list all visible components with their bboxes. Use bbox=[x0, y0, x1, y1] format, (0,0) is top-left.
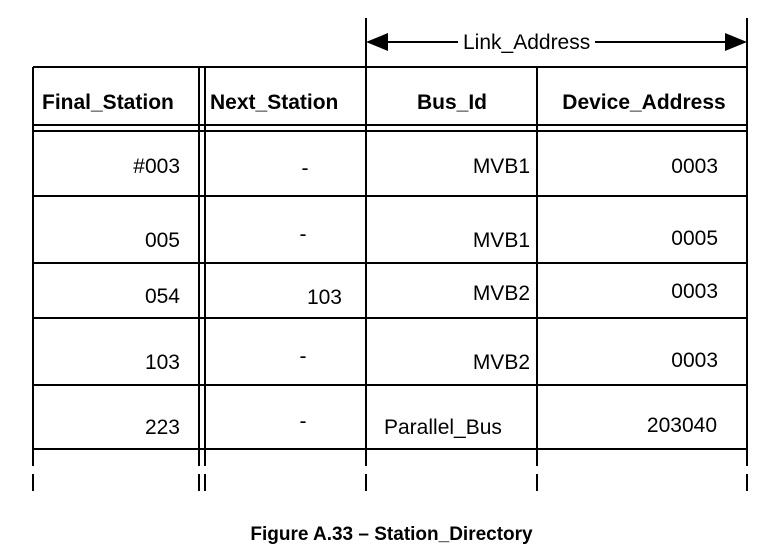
cell-device-address-4: 0003 bbox=[671, 349, 718, 372]
arrow-left-icon bbox=[366, 33, 388, 51]
header-bus-id: Bus_Id bbox=[416, 91, 487, 114]
cell-device-address-2: 0005 bbox=[671, 227, 718, 250]
cell-final-station-2: 005 bbox=[144, 229, 180, 252]
cell-next-station-2: - bbox=[299, 223, 307, 246]
cell-next-station-5: - bbox=[299, 410, 307, 433]
figure-caption: Figure A.33 – Station_Directory bbox=[250, 524, 533, 545]
cell-final-station-3: 054 bbox=[144, 285, 180, 308]
cell-device-address-5: 203040 bbox=[646, 414, 717, 437]
cell-final-station-1: #003 bbox=[133, 155, 180, 178]
cell-bus-id-1: MVB1 bbox=[472, 155, 530, 178]
cell-next-station-4: - bbox=[299, 345, 307, 368]
cell-bus-id-2: MVB1 bbox=[472, 229, 530, 252]
arrow-right-icon bbox=[725, 33, 747, 51]
cell-final-station-5: 223 bbox=[144, 416, 180, 439]
link-address-label: Link_Address bbox=[458, 32, 596, 53]
cell-device-address-3: 0003 bbox=[671, 280, 718, 303]
cell-device-address-1: 0003 bbox=[671, 155, 718, 178]
cell-next-station-1: - bbox=[301, 157, 309, 180]
cell-bus-id-4: MVB2 bbox=[472, 351, 530, 374]
header-next-station: Next_Station bbox=[210, 91, 339, 114]
cell-next-station-3: 103 bbox=[306, 286, 342, 309]
header-device-address: Device_Address bbox=[562, 91, 726, 114]
header-final-station: Final_Station bbox=[42, 91, 174, 114]
cell-bus-id-3: MVB2 bbox=[472, 282, 530, 305]
cell-final-station-4: 103 bbox=[144, 351, 180, 374]
cell-bus-id-5: Parallel_Bus bbox=[384, 416, 502, 439]
